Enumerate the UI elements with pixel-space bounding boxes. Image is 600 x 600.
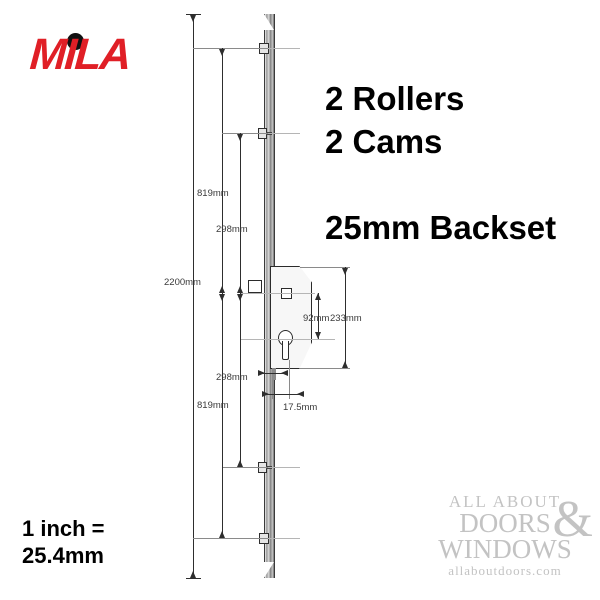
dimlabel-298-top: 298mm — [216, 224, 248, 235]
extline-233-top — [300, 267, 350, 268]
dimtick-overall-bottom — [186, 578, 201, 579]
watermark-line3: WINDOWS — [438, 534, 572, 564]
dimarrow-92-top — [315, 293, 321, 300]
faceplate-bottom-taper — [264, 562, 274, 578]
dimlabel-overall: 2200mm — [164, 277, 201, 288]
watermark-line2: DOORS — [459, 508, 551, 538]
dimarrow-819-bottom — [219, 294, 225, 301]
dimline-overall — [193, 14, 194, 578]
dimarrow-92-bottom — [315, 332, 321, 339]
inch-note-line2: 25.4mm — [22, 543, 104, 568]
latch-bolt — [248, 280, 262, 293]
dimarrow-overall-bottom — [190, 571, 196, 578]
inch-conversion-note: 1 inch = 25.4mm — [22, 515, 105, 569]
extline-17-5-right — [289, 360, 290, 399]
dimarrow-17-5-a — [258, 370, 265, 376]
dimarrow-819-bottom-end — [219, 531, 225, 538]
heading-cams: 2 Cams — [325, 123, 443, 160]
faceplate-top-taper — [264, 14, 274, 30]
dimlabel-298-bottom: 298mm — [216, 372, 248, 383]
watermark-line1: ALL ABOUT — [448, 492, 562, 511]
dimline-819-top — [222, 48, 223, 293]
centerline-roller-top — [240, 48, 300, 49]
extline-819-bottom — [193, 538, 268, 539]
dimlabel-233: 233mm — [330, 313, 362, 324]
dimlabel-819-top: 819mm — [197, 188, 229, 199]
dimline-92 — [318, 293, 319, 339]
dimlabel-17-5: 17.5mm — [283, 402, 318, 413]
extline-298-top — [222, 133, 268, 134]
dimarrow-298-top — [237, 134, 243, 141]
dimarrow-overall-top — [190, 15, 196, 22]
inch-note-line1: 1 inch = — [22, 516, 105, 541]
dimarrow-233-bottom — [342, 361, 348, 368]
dimline-298-bottom — [240, 293, 241, 467]
watermark-domain: allaboutdoors.com — [448, 563, 562, 578]
dimline-17-5-upper — [258, 373, 288, 374]
mila-logo-text: MILA — [28, 30, 132, 79]
centerline-cam-lower — [240, 467, 300, 468]
centerline-roller-bottom — [240, 538, 300, 539]
centerline-cam-upper — [240, 133, 300, 134]
centerline-keyhole — [240, 339, 335, 340]
dimarrow-298-top-end — [237, 286, 243, 293]
gearbox-backplate — [272, 368, 276, 380]
extline-298-bottom — [222, 467, 268, 468]
dimline-298-top — [240, 133, 241, 293]
dimarrow-17-5-b — [281, 370, 288, 376]
dimarrow-819-top — [219, 49, 225, 56]
watermark: ALL ABOUT DOORS WINDOWS allaboutdoors.co… — [415, 492, 595, 582]
dimlabel-92: 92mm — [303, 313, 330, 324]
extline-17-5-left — [272, 369, 273, 399]
dimtick-overall-top — [186, 14, 201, 15]
dimarrow-298-bottom — [237, 294, 243, 301]
dimline-819-bottom — [222, 293, 223, 538]
extline-233-bottom — [300, 368, 350, 369]
euro-cylinder-keyhole — [277, 330, 294, 360]
dimarrow-17-5-d — [297, 391, 304, 397]
heading-rollers: 2 Rollers — [325, 80, 465, 117]
heading-backset: 25mm Backset — [325, 209, 557, 246]
mila-logo-dot — [67, 33, 84, 50]
dimline-17-5-lower — [262, 394, 304, 395]
dimlabel-819-bottom: 819mm — [197, 400, 229, 411]
dimarrow-298-bottom-end — [237, 460, 243, 467]
dimarrow-819-top-end — [219, 286, 225, 293]
watermark-ampersand: & — [552, 491, 593, 548]
dimarrow-233-top — [342, 268, 348, 275]
dimline-233 — [345, 267, 346, 368]
dimarrow-17-5-c — [262, 391, 269, 397]
gearbox-body — [270, 266, 312, 369]
extline-819-top — [193, 48, 268, 49]
mila-logo: MILA — [28, 30, 150, 93]
centerline-spindle — [240, 293, 315, 294]
